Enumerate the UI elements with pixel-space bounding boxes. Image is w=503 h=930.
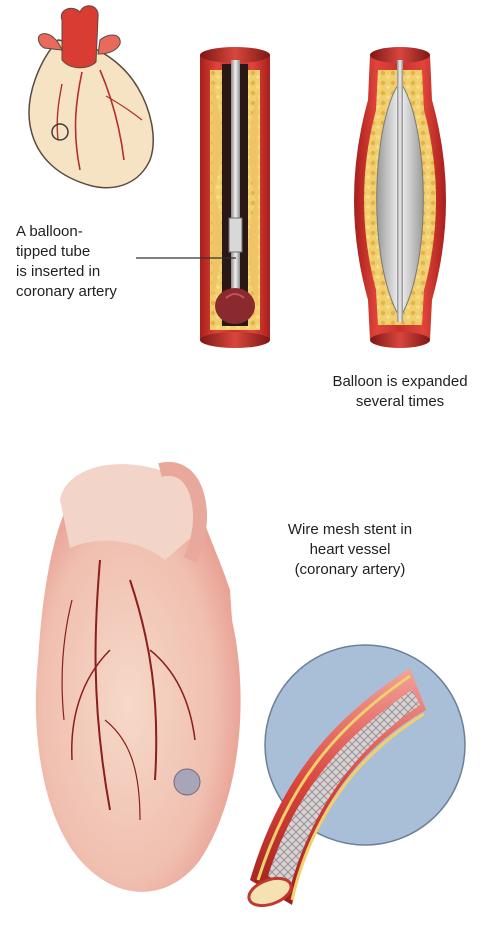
stent-line-2: heart vessel bbox=[244, 540, 456, 560]
stent-line-3: (coronary artery) bbox=[244, 560, 456, 580]
small-heart-illustration bbox=[29, 6, 153, 188]
balloon-tube-line-3: is inserted in bbox=[16, 262, 117, 282]
balloon-tube-label: A balloon- tipped tube is inserted in co… bbox=[16, 222, 117, 302]
balloon-tube-line-1: A balloon- bbox=[16, 222, 117, 242]
stent-cross-section-illustration bbox=[245, 645, 465, 911]
balloon-tube-line-4: coronary artery bbox=[16, 282, 117, 302]
artery-with-catheter-illustration bbox=[200, 47, 270, 348]
artery-with-expanded-balloon-illustration bbox=[354, 47, 446, 348]
stent-label: Wire mesh stent in heart vessel (coronar… bbox=[244, 520, 456, 580]
balloon-expanded-line-1: Balloon is expanded bbox=[316, 372, 484, 392]
balloon-expanded-label: Balloon is expanded several times bbox=[316, 372, 484, 412]
balloon-tube-line-2: tipped tube bbox=[16, 242, 117, 262]
stent-line-1: Wire mesh stent in bbox=[244, 520, 456, 540]
balloon-expanded-line-2: several times bbox=[316, 392, 484, 412]
heart-illustration bbox=[36, 464, 241, 892]
